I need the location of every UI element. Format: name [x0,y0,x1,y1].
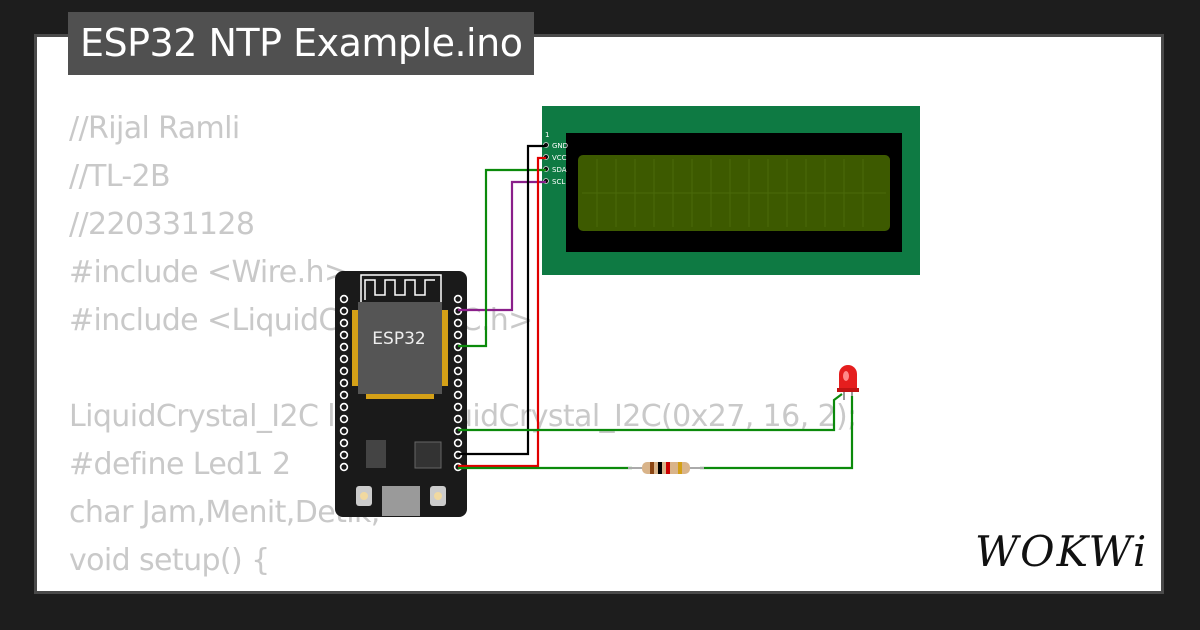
esp32-board[interactable]: ESP32 [335,271,467,517]
code-line: //TL-2B [69,159,171,194]
code-line: void setup() { [69,543,270,578]
code-line: #include <Wire.h> [69,255,349,290]
resistor-wire-right [700,396,854,470]
sda-wire [458,168,546,348]
vcc-wire [458,156,546,468]
lcd-pin-label: 1 [545,131,549,139]
code-preview: //Rijal Ramli //TL-2B //220331128 #inclu… [69,105,857,591]
code-line: #define Led1 2 [69,447,291,482]
page-title: ESP32 NTP Example.ino [68,12,535,75]
led-anode-wire [458,393,843,432]
lcd-pin-label: VCC [552,154,567,162]
lcd-pin-label: GND [552,142,568,150]
esp32-label: ESP32 [372,329,425,349]
led[interactable] [837,365,859,400]
code-line: LiquidCrystal_I2C lcd = LiquidCrystal_I2… [69,399,857,434]
code-line: //220331128 [69,207,255,242]
wires [458,144,854,470]
gnd-wire [458,144,546,456]
scl-wire [458,180,546,312]
code-line: //Rijal Ramli [69,111,240,146]
wokwi-logo: WOKWi [975,527,1149,576]
resistor[interactable] [628,462,704,474]
lcd-pin-label: SCL [552,178,565,186]
lcd-pin-label: SDA [552,166,567,174]
lcd-display[interactable]: 1 GND VCC SDA SCL [542,106,920,275]
